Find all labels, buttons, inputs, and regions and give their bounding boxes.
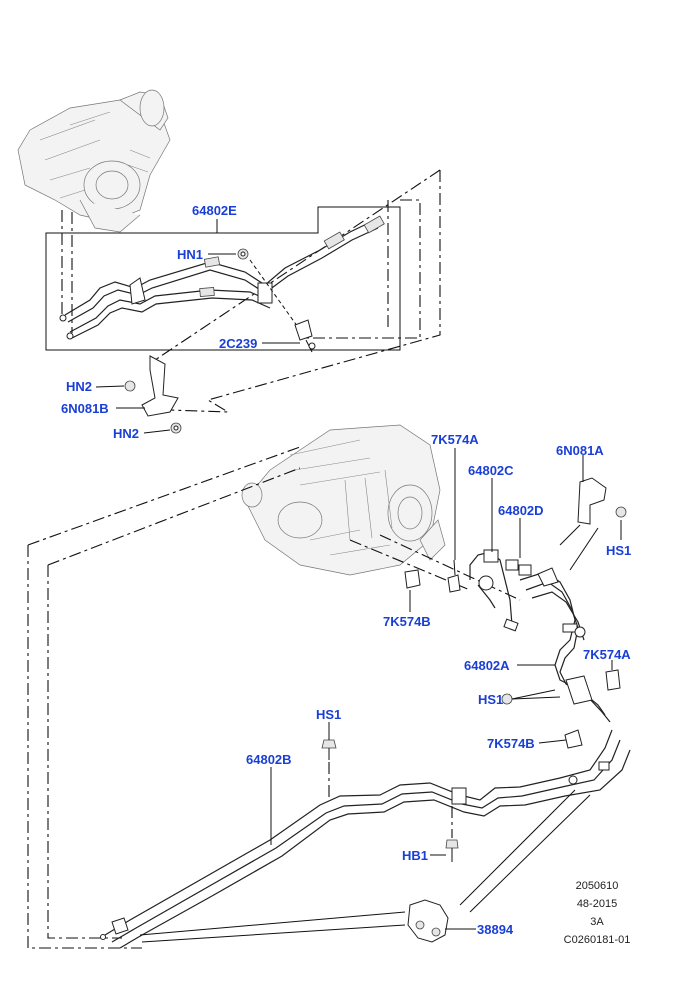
callout-64802c: 64802C [468, 463, 514, 478]
callout-64802a: 64802A [464, 658, 510, 673]
callout-7k574a-right: 7K574A [583, 647, 631, 662]
brake-pipe-64802a [519, 567, 611, 723]
upper-assembly-frame [45, 169, 441, 413]
callout-7k574b-mid: 7K574B [383, 614, 431, 629]
rear-differential-drawing [17, 89, 171, 233]
callout-64802d: 64802D [498, 503, 544, 518]
callout-hb1: HB1 [402, 848, 428, 863]
sensor-7k574a-upper [447, 559, 461, 593]
nut-hn1 [237, 248, 301, 331]
transmission-drawing [241, 424, 446, 576]
brake-pipes-64802c-d [469, 549, 532, 632]
callout-hs1-right: HS1 [606, 543, 631, 558]
ref-line-1: 2050610 [576, 880, 619, 892]
sensor-7k574b-upper [404, 569, 421, 589]
callout-hs1-low: HS1 [316, 707, 341, 722]
lower-assembly-frame [27, 446, 521, 949]
bolt-hs1-mid [501, 689, 561, 705]
callout-64802e: 64802E [192, 203, 237, 218]
callout-64802b: 64802B [246, 752, 292, 767]
callout-hs1-mid: HS1 [478, 692, 503, 707]
brake-pipe-64802b [100, 729, 631, 949]
bolt-hb1 [445, 806, 459, 862]
bolt-hs1-low [321, 739, 337, 800]
callout-7k574b-low: 7K574B [487, 736, 535, 751]
callout-hn1: HN1 [177, 247, 203, 262]
bracket-6n081b [124, 355, 182, 434]
callout-2c239: 2C239 [219, 336, 257, 351]
callout-6n081a: 6N081A [556, 443, 604, 458]
callout-6n081b: 6N081B [61, 401, 109, 416]
callout-labels: 64802E HN1 2C239 HN2 6N081B HN2 7K574A 6… [61, 203, 631, 937]
upper-brake-pipes-64802e [59, 215, 385, 340]
leader-lines [95, 253, 622, 930]
sensor-7k574b-lower [564, 729, 583, 749]
ref-line-2: 48-2015 [577, 898, 617, 910]
callout-hn2-upper: HN2 [66, 379, 92, 394]
callout-7k574a-top: 7K574A [431, 432, 479, 447]
callout-38894: 38894 [477, 922, 514, 937]
bracket-6n081a [559, 477, 627, 571]
ref-line-4: C0260181-01 [564, 934, 631, 946]
sensor-2c239 [294, 319, 316, 353]
callout-hn2-lower: HN2 [113, 426, 139, 441]
sensor-7k574a-right [605, 669, 621, 691]
clip-38894 [139, 789, 591, 943]
ref-line-3: 3A [590, 916, 604, 928]
reference-block: 2050610 48-2015 3A C0260181-01 [564, 880, 631, 946]
